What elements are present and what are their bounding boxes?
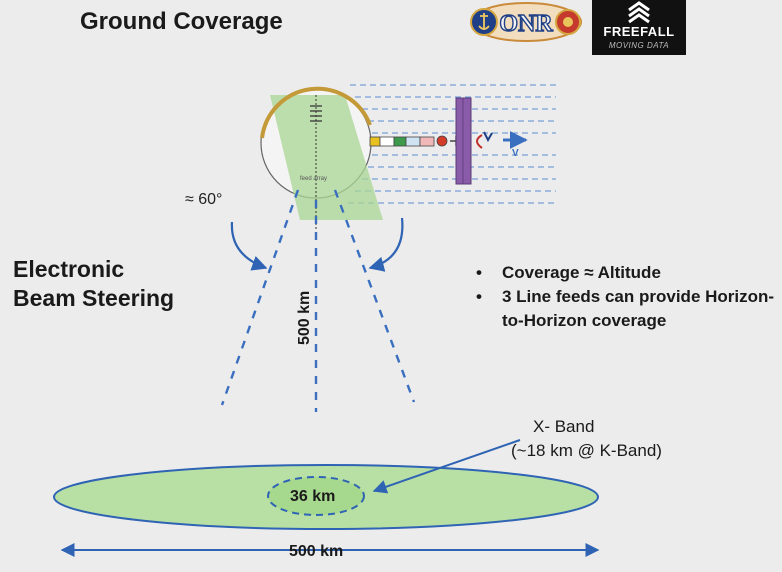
bullet-item: Coverage ≈ Altitude: [474, 261, 782, 285]
bullet-list: Coverage ≈ Altitude 3 Line feeds can pro…: [474, 261, 782, 333]
velocity-label: V: [512, 148, 519, 159]
rotation-arrow-icon: [476, 134, 483, 149]
spot-size-label: 36 km: [290, 488, 336, 505]
freefall-chevron-icon: [628, 1, 650, 24]
swath-width-label: 500 km: [289, 543, 344, 560]
solar-panel: [455, 97, 472, 185]
steer-arrow-right: [368, 217, 404, 272]
beam-line-right: [333, 189, 416, 403]
xband-spot: [267, 476, 365, 516]
onr-logo: ONR: [470, 2, 582, 42]
electronic-beam-steering-label: Electronic Beam Steering: [13, 255, 174, 313]
bullet-item: 3 Line feeds can provide Horizon-to-Hori…: [474, 285, 782, 333]
freefall-logo-name: FREEFALL: [603, 24, 675, 39]
electronic-label-line2: Beam Steering: [13, 285, 175, 311]
beam-lines: [220, 189, 416, 412]
beam-sector: [270, 95, 383, 220]
electronic-label-line1: Electronic: [13, 256, 125, 282]
xband-label: X- Band: [533, 417, 595, 436]
altitude-label: 500 km: [296, 290, 313, 345]
reflector-arc: [260, 86, 372, 139]
slide-title: Ground Coverage: [80, 8, 283, 35]
svg-text:feed array: feed array: [300, 176, 327, 182]
satellite: feed array V: [260, 86, 528, 230]
xband-pointer-arrow: [372, 439, 521, 494]
freefall-logo: FREEFALL MOVING DATA: [592, 0, 686, 55]
beam-line-left: [220, 189, 300, 406]
freefall-logo-tagline: MOVING DATA: [608, 41, 670, 50]
kband-label: (~18 km @ K-Band): [511, 441, 662, 460]
steering-angle-label: ≈ 60°: [185, 191, 223, 208]
steer-arrow-left: [230, 221, 268, 271]
onr-logo-text: ONR: [499, 11, 553, 37]
